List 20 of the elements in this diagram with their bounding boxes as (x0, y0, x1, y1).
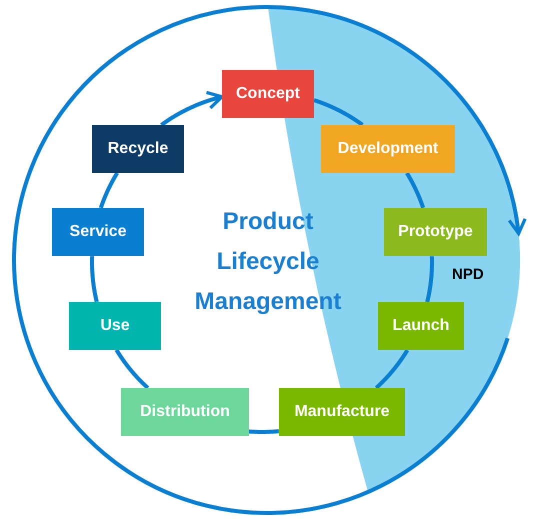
stage-box: Launch (378, 302, 464, 350)
stage-box: Use (69, 302, 161, 350)
connector-line (312, 98, 364, 127)
connector-line (114, 348, 150, 390)
connector-line (425, 254, 434, 304)
connector-line (374, 348, 410, 390)
stage-box: Prototype (384, 208, 487, 256)
stage-box: Concept (222, 70, 314, 118)
stage-box: Manufacture (279, 388, 405, 436)
stage-box: Distribution (121, 388, 249, 436)
connector-line (98, 171, 119, 210)
stage-box: Development (321, 125, 455, 173)
connector-line (405, 171, 426, 210)
stage-box: Recycle (92, 125, 184, 173)
connector-line (247, 429, 280, 434)
connector-line (90, 254, 99, 304)
arrow (160, 90, 224, 127)
band-label: NPD (452, 266, 484, 283)
center-title: Product Lifecycle Management (194, 207, 342, 317)
stage-box: Service (52, 208, 144, 256)
